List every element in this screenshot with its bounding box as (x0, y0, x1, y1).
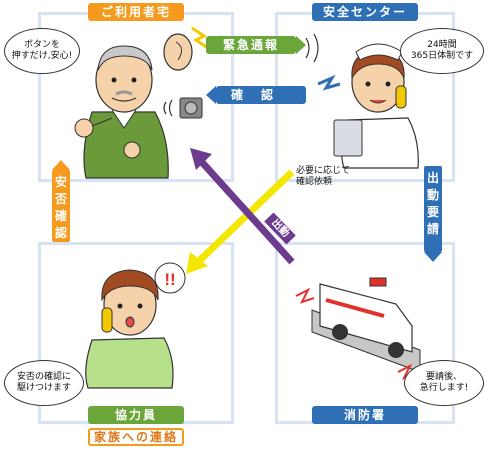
emergency-arrow-head (296, 36, 306, 54)
safety-check-label: 安 否 確 認 (52, 170, 70, 242)
radio-waves-icon (305, 33, 319, 63)
ambulance-illustration (295, 277, 421, 380)
elderly-man-illustration (74, 45, 169, 179)
dispatch-request-label: 出 動 要 請 (424, 166, 442, 252)
cooperator-title: 協力員 (88, 406, 184, 424)
cooperator-speech-bubble: 安否の確認に駆けつけます (4, 360, 84, 406)
nurse-illustration (333, 43, 419, 169)
safety-check-arrow-head (52, 160, 70, 170)
safety-center-title: 安全センター (312, 3, 418, 21)
user-home-title: ご利用者宅 (88, 3, 184, 21)
emergency-return-arrow (190, 148, 295, 265)
emergency-call-label: 緊急通報 (206, 36, 296, 54)
dispatch-request-arrow-head (424, 252, 442, 262)
fire-station-title: 消防署 (312, 406, 418, 424)
confirm-label: 確認 (216, 86, 306, 104)
user-speech-bubble: ボタンを押すだけ,安心! (4, 28, 80, 74)
ear-icon (163, 26, 209, 71)
lightning-icon (317, 74, 341, 91)
confirm-request-note: 必要に応じて 確認依頼 (296, 166, 351, 187)
cooperator-subtitle: 家族への連絡 (88, 428, 184, 446)
alert-burst-icon: !! (154, 262, 186, 294)
speaker-device-icon (163, 97, 203, 119)
confirm-arrow-head (206, 86, 216, 104)
dispatch-arrow (186, 169, 295, 274)
exclaim-text: !! (164, 270, 175, 289)
cooperator-woman-illustration (85, 269, 174, 389)
fire-speech-bubble: 要請後、急行します! (404, 360, 484, 406)
